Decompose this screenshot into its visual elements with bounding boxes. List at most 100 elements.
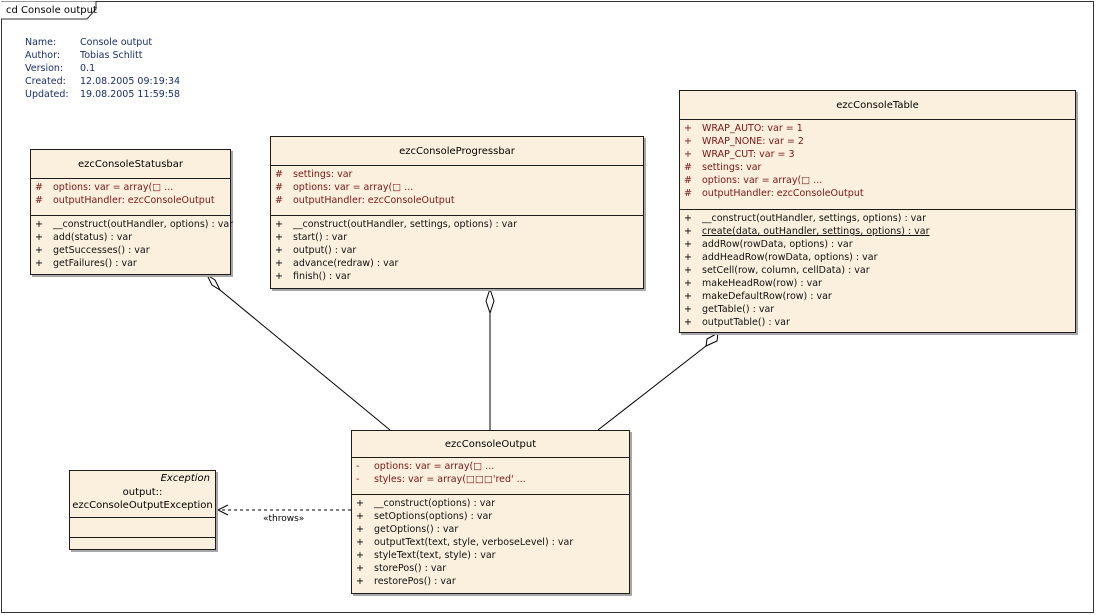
class-ezcconsoleprogressbar[interactable]: ezcConsoleProgressbar #settings: var#opt… — [270, 136, 644, 289]
stereotype-label: Exception — [160, 473, 210, 484]
visibility-marker: # — [684, 175, 692, 186]
operation-text: add(status) : var — [53, 232, 133, 243]
visibility-marker: + — [356, 511, 364, 522]
operation-row: + add(status) : var — [31, 231, 230, 244]
attribute-row: # options: var = array(□ ... — [271, 181, 643, 194]
visibility-marker: + — [684, 291, 692, 302]
attribute-text: outputHandler: ezcConsoleOutput — [53, 195, 215, 206]
metadata-row: Name:Console output — [25, 36, 180, 49]
class-name: ezcConsoleTable — [680, 91, 1075, 120]
operation-text: start() : var — [293, 232, 348, 243]
visibility-marker: # — [275, 182, 283, 193]
visibility-marker: + — [684, 278, 692, 289]
attribute-text: settings: var — [702, 162, 762, 173]
attribute-text: options: var = array(□ ... — [374, 461, 495, 472]
operation-row: +__construct(outHandler, settings, optio… — [271, 218, 643, 231]
operation-text: outputText(text, style, verboseLevel) : … — [374, 537, 574, 548]
aggregation-diamond-progressbar — [485, 287, 495, 315]
visibility-marker: + — [35, 258, 43, 269]
visibility-marker: # — [35, 195, 43, 206]
visibility-marker: + — [684, 265, 692, 276]
visibility-marker: + — [35, 219, 43, 230]
operations-section: +__construct(outHandler, settings, optio… — [680, 210, 1075, 329]
visibility-marker: + — [275, 245, 283, 256]
metadata-key: Name: — [25, 37, 57, 48]
metadata-row: Updated:19.08.2005 11:59:58 — [25, 88, 180, 101]
attribute-row: #settings: var — [271, 168, 643, 181]
attribute-row: #options: var = array(□ ... — [680, 174, 1075, 187]
operation-row: +setOptions(options) : var — [352, 510, 629, 523]
attribute-text: styles: var = array(□□□'red' ... — [374, 474, 526, 485]
throws-label: «throws» — [263, 514, 305, 524]
operation-row: + outputTable() : var — [680, 316, 1075, 329]
operation-text: getOptions() : var — [374, 524, 459, 535]
operation-row: +__construct(outHandler, settings, optio… — [680, 212, 1075, 225]
operation-row: +addRow(rowData, options) : var — [680, 238, 1075, 251]
frame-tab — [1, 1, 97, 20]
visibility-marker: + — [275, 271, 283, 282]
metadata-value: 19.08.2005 11:59:58 — [80, 89, 181, 100]
attribute-text: WRAP_AUTO: var = 1 — [702, 123, 803, 134]
visibility-marker: + — [356, 576, 364, 587]
operation-row: + getTable() : var — [680, 303, 1075, 316]
class-ezcconsoleoutput[interactable]: ezcConsoleOutput - options: var = array(□… — [351, 430, 630, 594]
attribute-text: settings: var — [293, 169, 353, 180]
metadata-row: Version:0.1 — [25, 62, 180, 75]
diagram-title: cd Console output — [6, 5, 97, 16]
class-name-line1: output:: — [122, 487, 163, 498]
visibility-marker: # — [275, 195, 283, 206]
visibility-marker: # — [684, 162, 692, 173]
operation-text: addRow(rowData, options) : var — [702, 239, 853, 250]
attribute-text: WRAP_CUT: var = 3 — [702, 149, 795, 160]
operation-text: __construct(outHandler, settings, option… — [293, 219, 518, 230]
operation-row: +storePos() : var — [352, 562, 629, 575]
class-ezcconsoleoutputexception[interactable]: Exception output:: ezcConsoleOutputExcep… — [69, 470, 216, 550]
class-ezcconsolestatusbar[interactable]: ezcConsoleStatusbar #options: var = arra… — [30, 149, 233, 275]
operations-section: + __construct(outHandler, settings, optio… — [271, 216, 643, 283]
attribute-row: - styles: var = array(□□□'red' ... — [352, 473, 629, 486]
operation-row: + start() : var — [271, 231, 643, 244]
visibility-marker: - — [356, 474, 360, 485]
operation-row: + finish() : var — [271, 270, 643, 283]
operation-text: styleText(text, style) : var — [374, 550, 496, 561]
visibility-marker: + — [35, 232, 43, 243]
class-name: ezcConsoleOutput — [352, 431, 629, 458]
operation-text: __construct(options) : var — [374, 498, 496, 509]
visibility-marker: + — [684, 304, 692, 315]
operation-text: output() : var — [293, 245, 357, 256]
visibility-marker: + — [35, 245, 43, 256]
class-name: ezcConsoleProgressbar — [271, 137, 643, 166]
operation-row: +styleText(text, style) : var — [352, 549, 629, 562]
visibility-marker: + — [275, 232, 283, 243]
attribute-row: +WRAP_CUT: var = 3 — [680, 148, 1075, 161]
operations-section: +__construct(outHandler, options) : var+… — [31, 216, 233, 270]
operation-row: + getSuccesses() : var — [31, 244, 230, 257]
operation-text: getFailures() : var — [53, 258, 137, 269]
aggregation-diamond-statusbar — [205, 273, 222, 292]
operation-row: +makeDefaultRow(row) : var — [680, 290, 1075, 303]
operation-row: +advance(redraw) : var — [271, 257, 643, 270]
visibility-marker: + — [684, 252, 692, 263]
class-header: Exception output:: ezcConsoleOutputExcep… — [70, 471, 215, 518]
attribute-row: #options: var = array(□ ... — [31, 181, 230, 194]
operation-text: setCell(row, column, cellData) : var — [702, 265, 870, 276]
operation-text: finish() : var — [293, 271, 351, 282]
visibility-marker: + — [684, 226, 692, 237]
operation-row: +outputText(text, style, verboseLevel) :… — [352, 536, 629, 549]
operations-section: + __construct(options) : var+setOptions(o… — [352, 495, 629, 588]
visibility-marker: + — [684, 317, 692, 328]
visibility-marker: - — [356, 461, 360, 472]
visibility-marker: + — [356, 563, 364, 574]
operation-text: getSuccesses() : var — [53, 245, 150, 256]
visibility-marker: + — [275, 258, 283, 269]
aggregation-line-table — [597, 345, 707, 431]
attribute-text: options: var = array(□ ... — [293, 182, 414, 193]
metadata-key: Author: — [25, 50, 61, 61]
attribute-row: #outputHandler: ezcConsoleOutput — [680, 187, 1075, 200]
class-name: ezcConsoleStatusbar — [31, 150, 230, 179]
class-ezcconsoletable[interactable]: ezcConsoleTable +WRAP_AUTO: var = 1+WRAP… — [679, 90, 1076, 333]
operation-text: getTable() : var — [702, 304, 775, 315]
operation-text: outputTable() : var — [702, 317, 790, 328]
attribute-text: outputHandler: ezcConsoleOutput — [702, 188, 864, 199]
metadata-value: 0.1 — [80, 63, 96, 74]
